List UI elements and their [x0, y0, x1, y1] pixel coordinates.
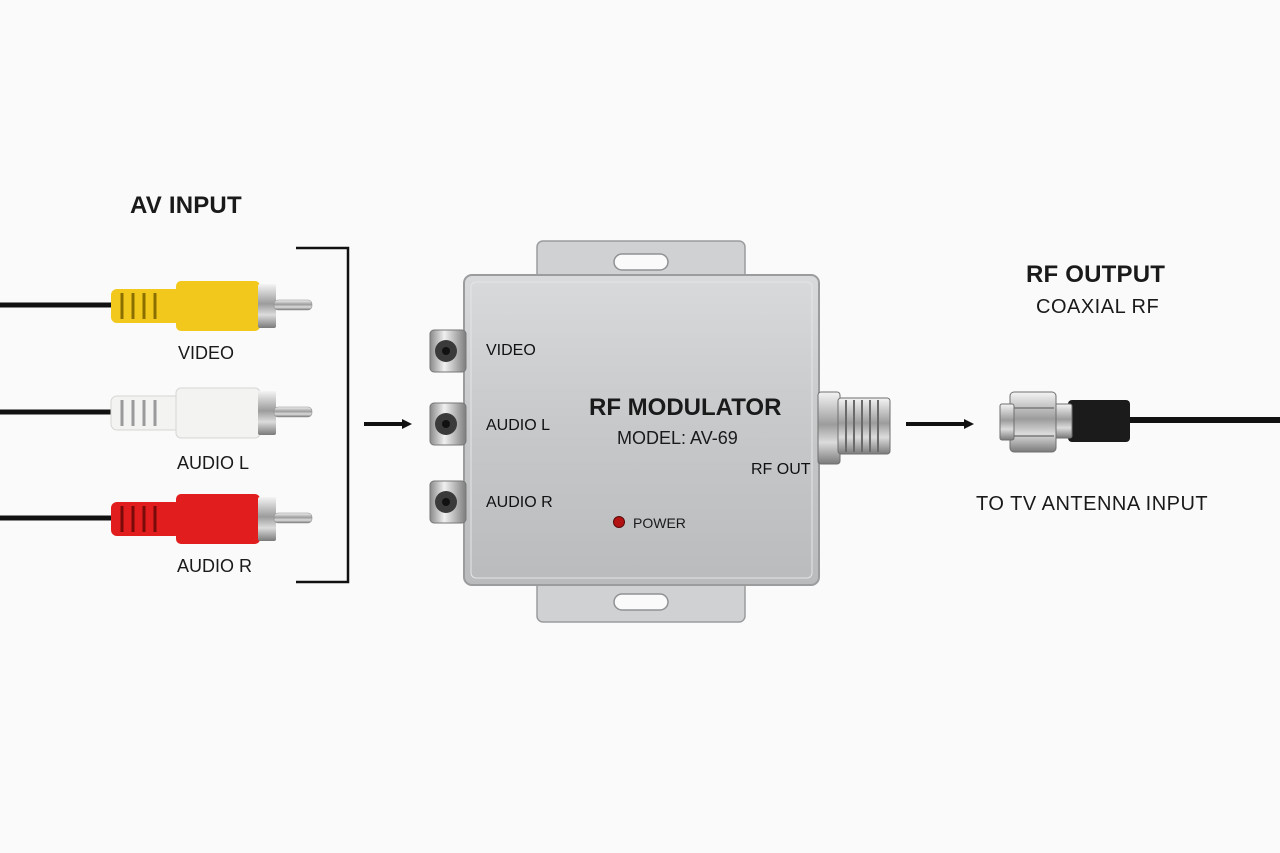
power-label: POWER — [633, 515, 686, 531]
device-name: RF MODULATOR — [589, 394, 782, 421]
device-model: MODEL: AV-69 — [617, 428, 738, 448]
port-label-audio-r: AUDIO R — [486, 494, 553, 511]
input-bracket — [296, 246, 350, 584]
rca-plug-audio-l — [0, 387, 313, 439]
jack-video — [429, 329, 467, 373]
rf-out-connector — [817, 391, 891, 465]
rca-plug-audio-r — [0, 494, 313, 544]
plug-body-video — [111, 289, 181, 323]
rf-out-label: RF OUT — [751, 461, 811, 478]
rf-output-caption: TO TV ANTENNA INPUT — [976, 493, 1209, 515]
port-label-video: VIDEO — [486, 342, 536, 359]
plug-label-video: VIDEO — [178, 343, 235, 363]
plug-label-audio-r: AUDIO R — [177, 556, 253, 576]
coax-plug — [999, 391, 1280, 453]
plug-label-audio-l: AUDIO L — [177, 453, 250, 473]
jack-audio-l — [429, 402, 467, 446]
jack-audio-r — [429, 480, 467, 524]
rca-plug-video — [0, 281, 313, 331]
rf-output-subtitle: COAXIAL RF — [1036, 296, 1160, 318]
av-input-title: AV INPUT — [130, 192, 242, 219]
port-label-audio-l: AUDIO L — [486, 417, 551, 434]
rf-output-title: RF OUTPUT — [1026, 261, 1166, 288]
power-led — [613, 516, 625, 528]
rf-modulator-device — [429, 240, 891, 623]
